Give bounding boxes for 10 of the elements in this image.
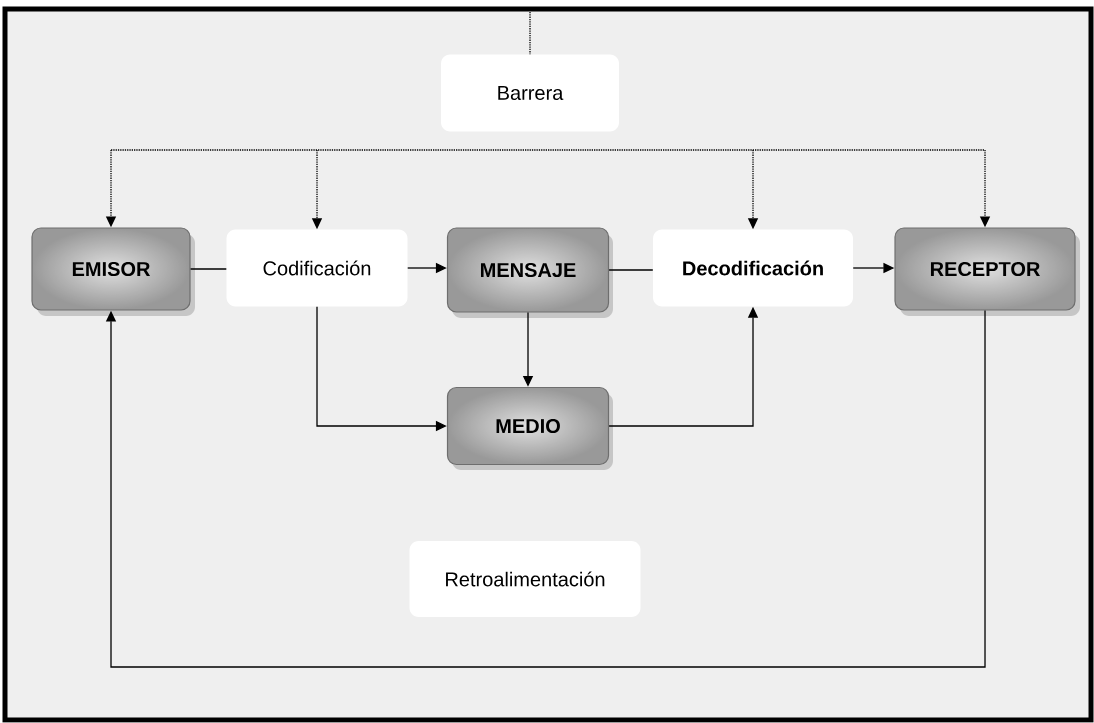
text-box: Retroalimentación	[409, 541, 641, 617]
process-box: MEDIO	[446, 386, 613, 470]
text-box: Barrera	[441, 54, 619, 132]
arrow	[105, 309, 986, 668]
process-box: EMISOR	[31, 227, 195, 316]
process-box: MENSAJE	[446, 227, 613, 318]
process-box: RECEPTOR	[894, 227, 1080, 316]
text-box: Codificación	[226, 229, 408, 307]
connector	[110, 149, 986, 151]
text-box: Decodificación	[653, 229, 853, 307]
